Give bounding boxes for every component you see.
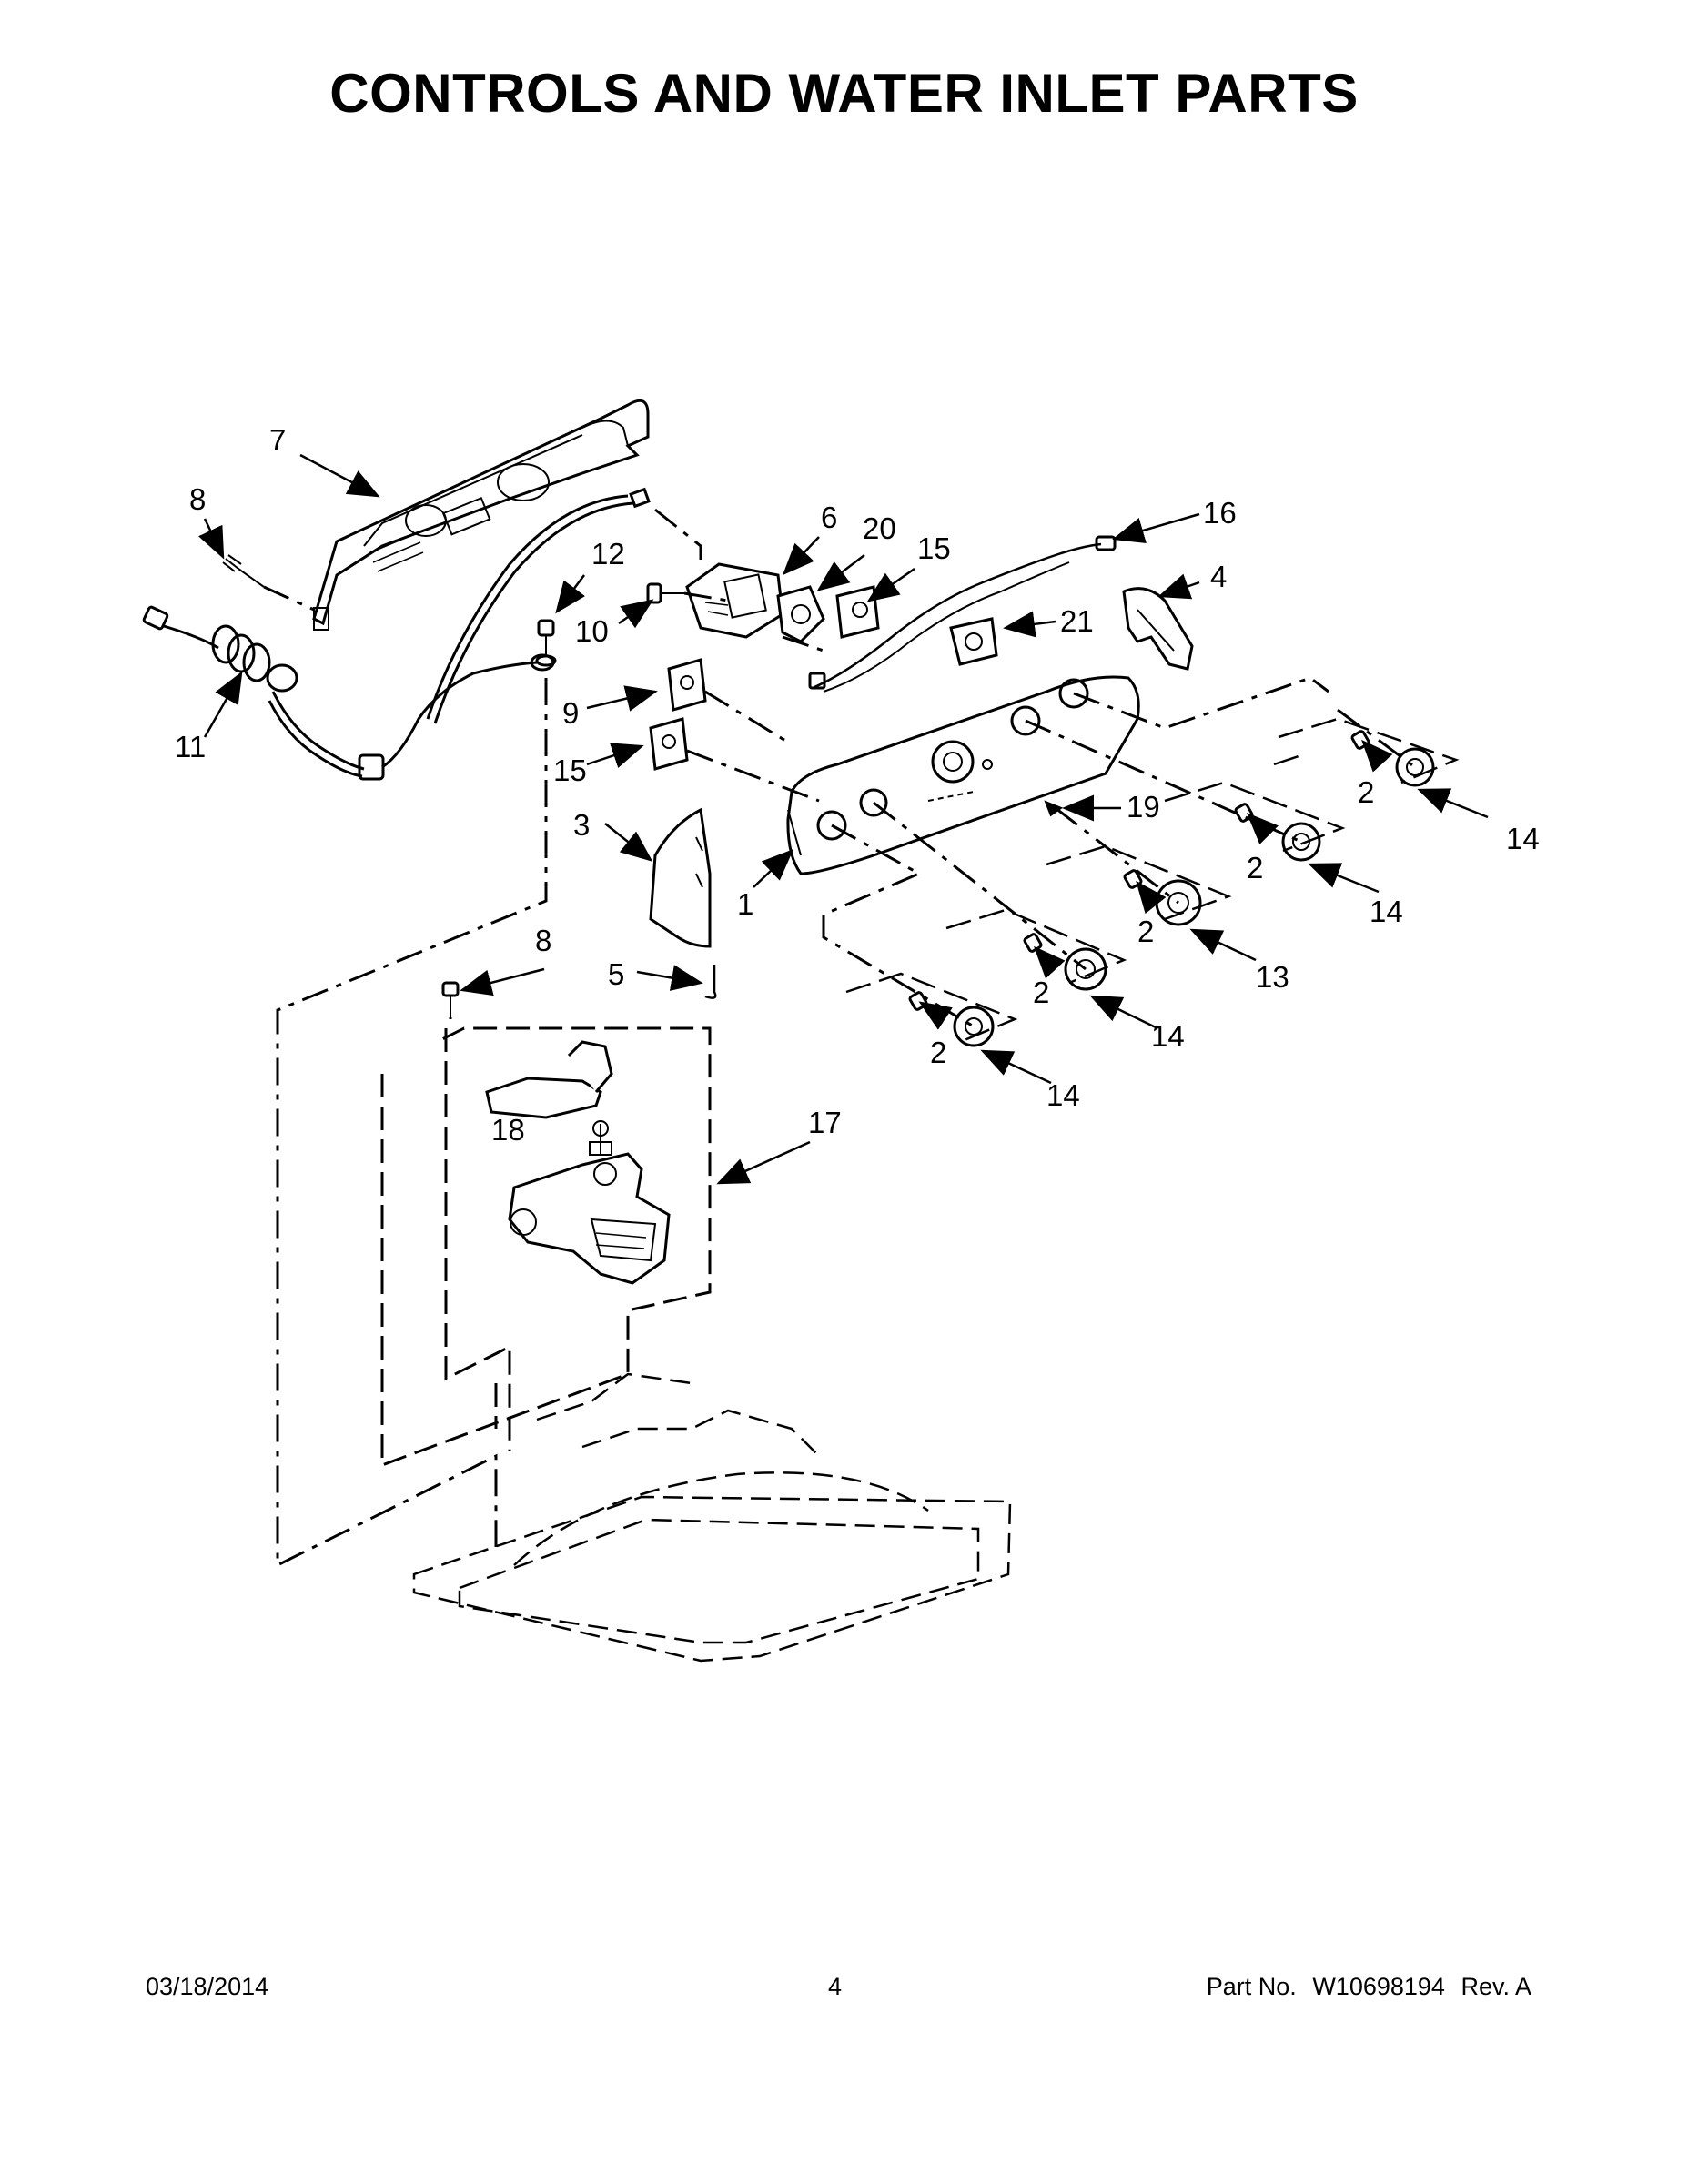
callout-7: 7 — [269, 423, 286, 457]
callout-2-b: 2 — [1247, 851, 1263, 885]
footer-date: 03/18/2014 — [146, 1973, 269, 2000]
callout-9: 9 — [562, 696, 579, 730]
callout-3: 3 — [573, 808, 590, 842]
callout-20: 20 — [863, 511, 896, 545]
part-label: Part No. — [1206, 1973, 1297, 2000]
console-end-cap-right — [1122, 587, 1194, 671]
leader-lines — [263, 508, 1416, 1568]
footer-part-info: Part No. W10698194 Rev. A — [1207, 1973, 1531, 2001]
footer-page-number: 4 — [828, 1973, 843, 2000]
switch-15-lower — [649, 717, 689, 771]
callout-6: 6 — [821, 500, 837, 534]
screw-19 — [1044, 800, 1064, 817]
switch-9 — [667, 658, 707, 712]
clip-2-lower-left — [908, 991, 928, 1011]
callout-19: 19 — [1127, 790, 1160, 824]
callout-2-e: 2 — [930, 1036, 946, 1069]
dispenser-assembly — [508, 1152, 671, 1285]
callout-1: 1 — [737, 887, 753, 921]
callout-11: 11 — [175, 730, 206, 763]
switch-15-upper — [835, 585, 880, 639]
callout-8-lower: 8 — [535, 924, 551, 957]
callout-16: 16 — [1203, 496, 1237, 530]
callout-arrows — [198, 453, 1489, 1185]
callout-2-d: 2 — [1033, 976, 1049, 1009]
callout-2-c: 2 — [1137, 915, 1154, 948]
callout-15-upper: 15 — [917, 531, 951, 565]
callout-13: 13 — [1256, 960, 1289, 994]
callout-labels: 7 8 11 12 10 6 20 15 16 4 21 9 15 3 1 5 … — [175, 423, 1540, 1147]
callout-14-b: 14 — [1370, 895, 1403, 928]
wire-harness — [808, 535, 1117, 693]
switch-21 — [949, 617, 998, 666]
callout-10: 10 — [575, 614, 609, 648]
top-cabinet-outline — [412, 1372, 1012, 1663]
knob-upper-right — [1395, 747, 1435, 787]
part-number: W10698194 — [1312, 1973, 1445, 2000]
callout-21: 21 — [1060, 604, 1094, 638]
callout-18: 18 — [491, 1113, 525, 1147]
switch-20 — [776, 585, 825, 643]
callout-12: 12 — [591, 537, 625, 571]
console-back-panel — [312, 399, 650, 631]
page-title: CONTROLS AND WATER INLET PARTS — [329, 63, 1359, 124]
callout-17: 17 — [808, 1106, 842, 1139]
clip-2-mid-left — [1023, 933, 1043, 953]
valve-group-dashed-frames — [380, 1026, 712, 1468]
callout-14-c: 14 — [1151, 1019, 1185, 1053]
knob-lower-left — [953, 1006, 995, 1047]
revision: Rev. A — [1461, 1973, 1531, 2000]
screw-12 — [535, 619, 557, 667]
screw-8-lower — [441, 981, 460, 1017]
knob-mid-left — [1064, 947, 1107, 991]
screw-8-upper — [222, 554, 265, 588]
knob-mid-right — [1281, 822, 1321, 862]
callout-15-lower: 15 — [553, 753, 587, 787]
console-end-cap-left — [649, 807, 712, 948]
callout-14-a: 14 — [1506, 822, 1540, 855]
console-panel — [786, 675, 1140, 875]
electronic-control-board — [685, 562, 784, 639]
callout-4: 4 — [1210, 560, 1227, 593]
screw-10 — [646, 582, 684, 604]
callout-5: 5 — [608, 957, 624, 991]
water-inlet-valve — [485, 1040, 613, 1156]
clip-5 — [704, 965, 717, 999]
knob-dashed-frames — [845, 717, 1460, 1044]
callout-2-a: 2 — [1358, 775, 1374, 809]
callout-14-d: 14 — [1046, 1078, 1080, 1112]
callout-8-upper: 8 — [189, 482, 206, 516]
